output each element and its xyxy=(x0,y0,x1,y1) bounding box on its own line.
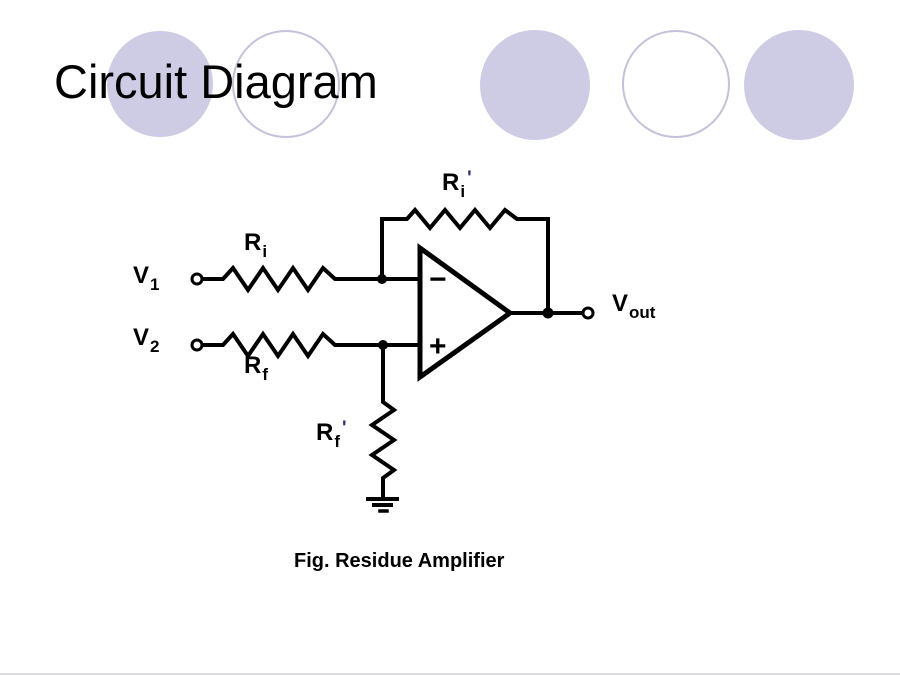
label-rf-base: R xyxy=(244,352,262,379)
junction-dot-output-node xyxy=(542,307,554,319)
wire-resistor-rf-prime-to-ground xyxy=(368,343,398,499)
label-v1: V1 xyxy=(133,262,159,294)
decorative-circle-outline-1 xyxy=(232,30,340,138)
label-resistor-rf-prime: Rf' xyxy=(316,418,347,450)
label-rf-subscript: f xyxy=(262,365,269,384)
label-v2-subscript: 2 xyxy=(150,337,160,356)
terminal-vout xyxy=(581,306,595,320)
label-v1-subscript: 1 xyxy=(150,275,160,294)
junction-dot-inverting-node xyxy=(377,274,387,284)
label-v2: V2 xyxy=(133,324,159,356)
label-rf-prime-base: R xyxy=(316,419,334,446)
label-ri-base: R xyxy=(244,229,262,256)
terminal-v2 xyxy=(190,338,204,352)
label-vout-base: V xyxy=(612,290,629,317)
junction-dot-noninverting-node xyxy=(378,340,388,350)
label-rf-prime-mark: ' xyxy=(342,418,347,439)
wire-v1-resistor-ri xyxy=(202,264,422,294)
label-ri-prime-mark: ' xyxy=(467,168,472,189)
terminal-v1 xyxy=(190,272,204,286)
wire-feedback-resistor-ri-prime xyxy=(380,206,550,315)
decorative-circle-filled-3 xyxy=(744,30,854,140)
page-title: Circuit Diagram xyxy=(54,55,378,108)
opamp-noninverting-input-sign: + xyxy=(429,330,447,363)
label-resistor-ri-prime: Ri' xyxy=(442,168,472,200)
wire-v2-resistor-rf xyxy=(202,330,422,360)
label-v1-base: V xyxy=(133,262,150,289)
label-ri-prime-subscript: i xyxy=(460,182,466,201)
ground-symbol xyxy=(366,497,399,513)
label-vout: Vout xyxy=(612,290,655,322)
decorative-circle-filled-2 xyxy=(480,30,590,140)
label-resistor-ri: Ri xyxy=(244,229,267,261)
label-rf-prime-subscript: f xyxy=(334,432,341,451)
label-ri-prime-base: R xyxy=(442,169,460,196)
decorative-circle-outline-2 xyxy=(622,30,730,138)
opamp-inverting-input-sign: − xyxy=(429,263,447,296)
figure-caption: Fig. Residue Amplifier xyxy=(294,550,505,572)
label-ri-subscript: i xyxy=(262,242,268,261)
label-v2-base: V xyxy=(133,324,150,351)
slide-bottom-edge xyxy=(0,673,900,675)
label-vout-subscript: out xyxy=(629,303,656,322)
label-resistor-rf: Rf xyxy=(244,352,268,384)
opamp-triangle xyxy=(417,243,515,382)
decorative-circle-filled-1 xyxy=(107,31,213,137)
